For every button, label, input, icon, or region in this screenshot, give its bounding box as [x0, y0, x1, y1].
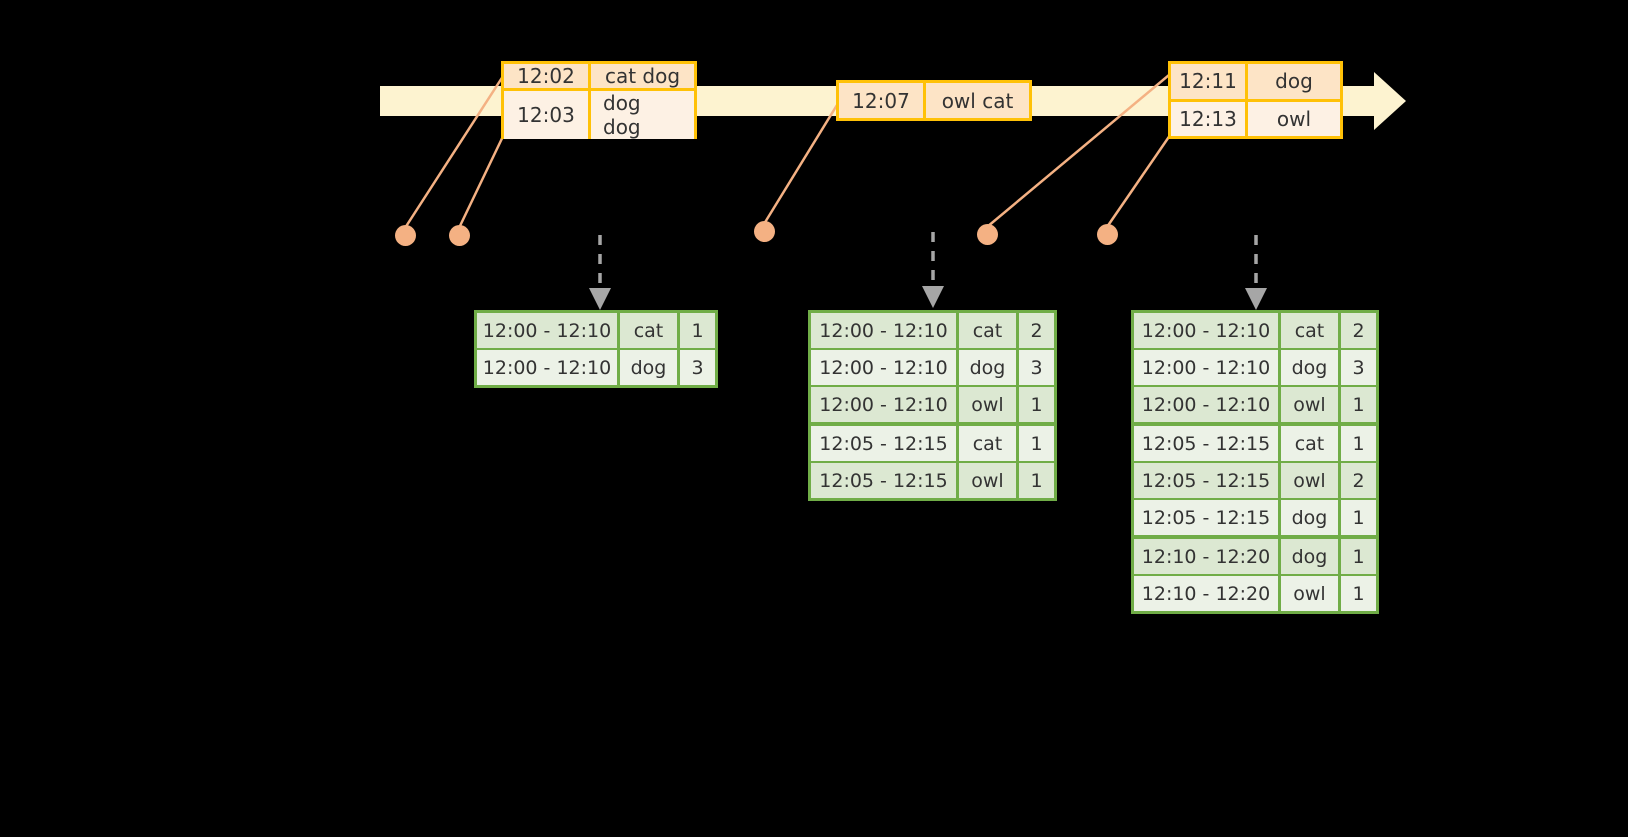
- cell-key: owl: [956, 387, 1016, 422]
- cell-window: 12:10 - 12:20: [1134, 576, 1278, 611]
- cell-key: owl: [956, 463, 1016, 498]
- event-words: owl cat: [923, 83, 1029, 118]
- event-words: owl: [1245, 101, 1340, 136]
- event-words: dog: [1245, 64, 1340, 99]
- cell-key: owl: [1278, 463, 1338, 498]
- cell-window: 12:05 - 12:15: [811, 426, 956, 461]
- cell-count: 3: [1338, 350, 1376, 385]
- event-time: 12:07: [839, 83, 923, 118]
- cell-count: 1: [1016, 463, 1054, 498]
- cell-window: 12:05 - 12:15: [1134, 463, 1278, 498]
- event-dot-1: [395, 225, 416, 246]
- cell-key: cat: [1278, 313, 1338, 348]
- cell-count: 1: [1338, 576, 1376, 611]
- event-time: 12:02: [504, 64, 588, 88]
- cell-count: 1: [1016, 387, 1054, 422]
- cell-window: 12:05 - 12:15: [811, 463, 956, 498]
- event-words: dog dog: [588, 91, 694, 139]
- cell-key: dog: [1278, 350, 1338, 385]
- cell-window: 12:00 - 12:10: [1134, 313, 1278, 348]
- cell-count: 3: [1016, 350, 1054, 385]
- event-words: cat dog: [588, 64, 694, 88]
- cell-key: cat: [956, 426, 1016, 461]
- cell-window: 12:00 - 12:10: [477, 350, 617, 385]
- cell-window: 12:00 - 12:10: [1134, 387, 1278, 422]
- event-time: 12:03: [504, 91, 588, 139]
- cell-count: 1: [1338, 426, 1376, 461]
- cell-count: 2: [1338, 313, 1376, 348]
- cell-key: dog: [1278, 539, 1338, 574]
- event-time: 12:13: [1171, 101, 1245, 136]
- cell-window: 12:10 - 12:20: [1134, 539, 1278, 574]
- cell-count: 2: [1016, 313, 1054, 348]
- cell-key: cat: [1278, 426, 1338, 461]
- event-dot-4: [977, 224, 998, 245]
- cell-count: 1: [1338, 387, 1376, 422]
- cell-key: cat: [617, 313, 677, 348]
- event-dot-2: [449, 225, 470, 246]
- cell-key: dog: [617, 350, 677, 385]
- cell-key: owl: [1278, 387, 1338, 422]
- event-time: 12:11: [1171, 64, 1245, 99]
- cell-count: 1: [1016, 426, 1054, 461]
- event-row: 12:02 cat dog: [504, 64, 694, 88]
- event-row: 12:13 owl: [1171, 98, 1340, 136]
- cell-window: 12:00 - 12:10: [1134, 350, 1278, 385]
- cell-key: cat: [956, 313, 1016, 348]
- event-group-3[interactable]: 12:11 dog 12:13 owl: [1168, 61, 1343, 139]
- cell-window: 12:00 - 12:10: [811, 387, 956, 422]
- cell-count: 2: [1338, 463, 1376, 498]
- cell-count: 1: [677, 313, 715, 348]
- event-row: 12:03 dog dog: [504, 88, 694, 139]
- cell-key: dog: [956, 350, 1016, 385]
- cell-count: 3: [677, 350, 715, 385]
- event-group-1[interactable]: 12:02 cat dog 12:03 dog dog: [501, 61, 697, 139]
- event-row: 12:11 dog: [1171, 64, 1340, 99]
- cell-window: 12:00 - 12:10: [811, 313, 956, 348]
- cell-window: 12:00 - 12:10: [477, 313, 617, 348]
- timeline-arrowhead-icon: [1374, 72, 1406, 130]
- cell-count: 1: [1338, 539, 1376, 574]
- event-row: 12:07 owl cat: [839, 83, 1029, 118]
- cell-key: owl: [1278, 576, 1338, 611]
- event-dot-5: [1097, 224, 1118, 245]
- cell-window: 12:00 - 12:10: [811, 350, 956, 385]
- event-dot-3: [754, 221, 775, 242]
- cell-window: 12:05 - 12:15: [1134, 500, 1278, 535]
- cell-window: 12:05 - 12:15: [1134, 426, 1278, 461]
- cell-count: 1: [1338, 500, 1376, 535]
- cell-key: dog: [1278, 500, 1338, 535]
- event-group-2[interactable]: 12:07 owl cat: [836, 80, 1032, 121]
